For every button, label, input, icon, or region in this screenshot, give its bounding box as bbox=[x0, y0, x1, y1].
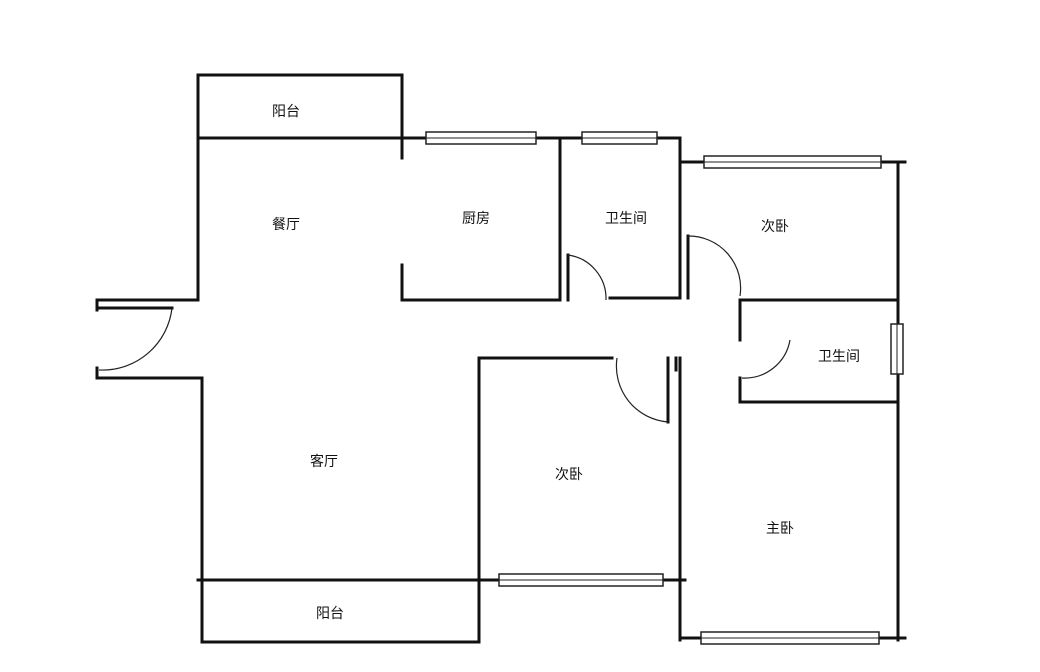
label-master-bedroom: 主卧 bbox=[766, 521, 794, 537]
label-bathroom-1: 卫生间 bbox=[605, 211, 647, 227]
label-second-bedroom-1: 次卧 bbox=[761, 219, 789, 235]
window-bed2 bbox=[498, 573, 664, 587]
window-kitchen bbox=[425, 131, 537, 145]
window-bath1 bbox=[581, 131, 658, 145]
wall-balcony-top bbox=[196, 73, 404, 140]
label-dining-room: 餐厅 bbox=[272, 217, 300, 233]
door-bed2 bbox=[615, 357, 669, 423]
door-bed1 bbox=[687, 235, 742, 297]
label-kitchen: 厨房 bbox=[462, 211, 490, 227]
door-bath1 bbox=[567, 254, 607, 301]
label-bathroom-2: 卫生间 bbox=[818, 349, 860, 365]
windows bbox=[425, 131, 904, 645]
label-living-room: 客厅 bbox=[310, 453, 338, 470]
doors bbox=[98, 235, 791, 423]
label-balcony-bottom: 阳台 bbox=[316, 606, 344, 622]
door-entrance bbox=[98, 307, 173, 371]
window-master bbox=[700, 631, 880, 645]
window-bath2 bbox=[890, 323, 904, 375]
room-labels: 阳台 餐厅 厨房 卫生间 次卧 卫生间 客厅 次卧 主卧 阳台 bbox=[272, 104, 860, 622]
label-second-bedroom-2: 次卧 bbox=[555, 467, 583, 483]
label-balcony-top: 阳台 bbox=[272, 104, 300, 120]
door-bath2 bbox=[741, 339, 791, 379]
window-bed1 bbox=[703, 155, 882, 169]
